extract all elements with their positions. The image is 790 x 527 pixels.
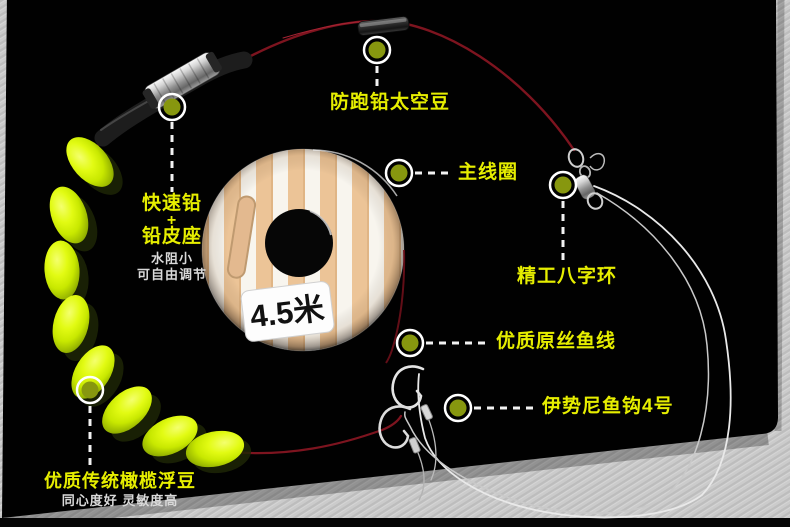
callout-dot-anti-run — [362, 35, 392, 65]
callout-dot-hook — [443, 393, 473, 423]
olive-float-bead — [66, 137, 114, 187]
olive-float-bead — [102, 386, 152, 434]
leader-lines-white — [404, 185, 732, 519]
olive-float-bead — [71, 345, 115, 399]
label-main-line-ring: 主线圈 — [458, 162, 519, 183]
spool-hole — [265, 209, 333, 277]
spool-length-label: 4.5米 — [240, 281, 335, 342]
card-shadow — [5, 431, 769, 527]
label-fishing-line: 优质原丝鱼线 — [496, 331, 617, 352]
line-spool: 4.5米 — [201, 148, 405, 352]
olive-float-bead — [185, 430, 245, 468]
olive-float-bead — [49, 186, 89, 244]
fish-hooks — [378, 365, 433, 454]
hook-line-sleeve — [420, 404, 433, 421]
hook-line-sleeve — [408, 437, 421, 454]
callout-dot-swivel — [548, 170, 578, 200]
quick-lead-assembly — [94, 51, 253, 147]
olive-float-bead — [44, 240, 80, 300]
main-line-red-spool-edge — [385, 249, 406, 364]
fish-hook — [378, 405, 412, 449]
label-olive-float-block: 优质传统橄榄浮豆 同心度好 灵敏度高 — [15, 471, 225, 509]
callout-dot-quick-lead — [157, 92, 187, 122]
label-quick-lead-plus: + — [166, 211, 178, 229]
card-shadow-right — [774, 0, 785, 432]
label-anti-run-lead-stopper: 防跑铅太空豆 — [329, 92, 450, 113]
label-olive-float-note: 同心度好 灵敏度高 — [61, 492, 179, 508]
callout-dot-main-ring — [384, 158, 414, 188]
label-hook: 伊势尼鱼钩4号 — [542, 396, 674, 417]
label-quick-lead-block: 快速铅 + 铅皮座 水阻小 可自由调节 — [95, 193, 249, 283]
anti-run-lead-stopper-photo — [357, 16, 410, 36]
fish-hook — [391, 365, 425, 409]
callout-dots — [75, 35, 578, 423]
label-olive-float: 优质传统橄榄浮豆 — [44, 471, 196, 491]
callout-dot-line — [395, 328, 425, 358]
swivel-photo — [567, 148, 606, 210]
olive-float-bead — [142, 415, 198, 457]
label-quick-lead-top: 快速铅 — [141, 193, 202, 214]
olive-float-bead — [52, 295, 90, 353]
label-quick-lead-bottom: 铅皮座 — [141, 225, 202, 247]
callout-dot-float — [75, 375, 105, 405]
olive-float-string — [44, 137, 252, 474]
callout-markers — [75, 35, 578, 468]
label-quick-lead-note2: 可自由调节 — [136, 266, 207, 282]
bottom-black-bar — [0, 518, 790, 527]
spool-slot — [226, 195, 257, 279]
label-swivel: 精工八字环 — [516, 266, 617, 287]
label-quick-lead-note1: 水阻小 — [150, 250, 193, 266]
